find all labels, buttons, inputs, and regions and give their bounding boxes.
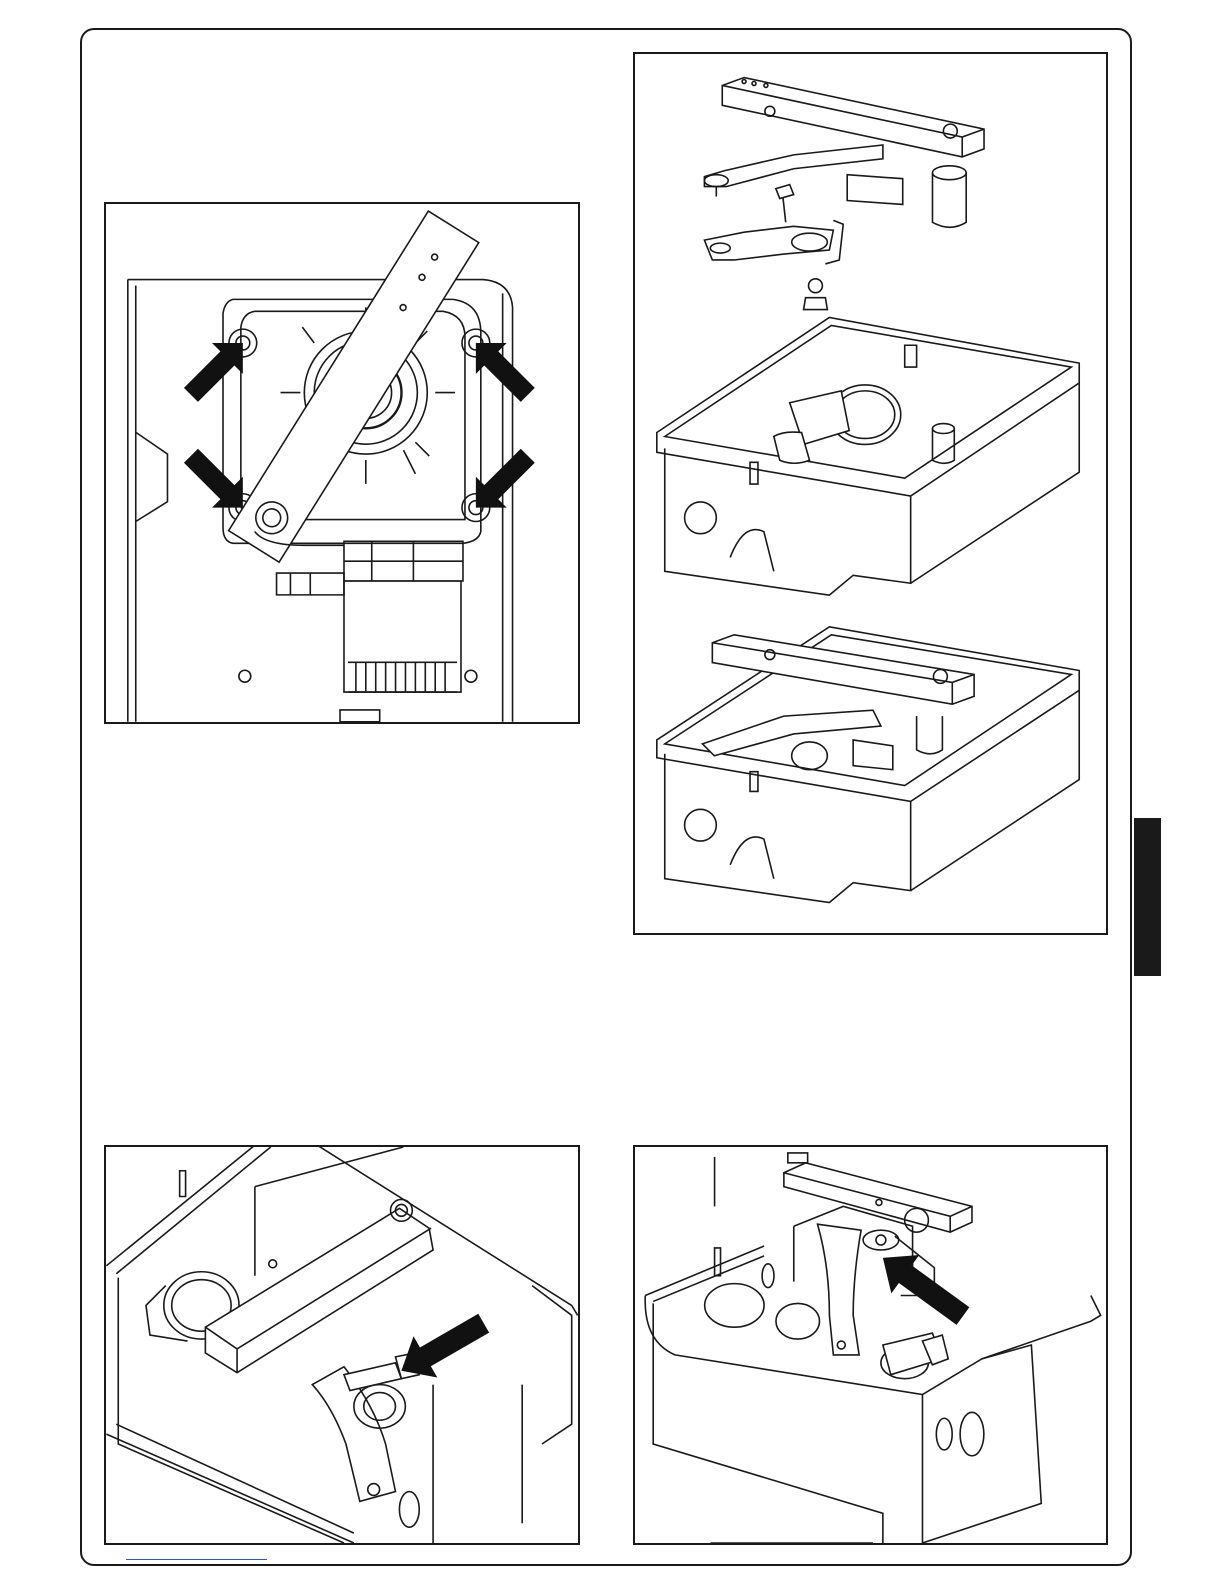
exploded-arm [704,145,966,227]
motor-fins [348,662,457,692]
lever-assembly-illustration [635,54,1106,933]
exploded-pin [776,185,794,223]
figure-lever-fixing [633,1145,1108,1545]
box-upper-motor [774,385,954,463]
footer-rule [126,1559,267,1560]
box-rim [106,1147,577,1543]
box-lower-lever [702,635,974,770]
exploded-bracket [704,220,843,264]
mounting-hole [465,670,477,682]
casing-outline [128,280,513,722]
section-side-tab [1134,818,1161,976]
exploded-lever-bar [722,78,984,157]
lever-arm [229,211,479,562]
arrow-icon [460,328,543,411]
arrow-icon [460,440,543,523]
figure-lever-assembly [633,52,1108,935]
lever-bolt-illustration [106,1147,578,1543]
box-end [433,1286,572,1543]
figure-motor-top-view [104,202,580,724]
gear-motor [705,1284,820,1339]
lever-bar [205,1199,433,1372]
mounting-hole [239,670,251,682]
arrow-icon [869,1239,977,1336]
casing-inner-step [136,432,168,521]
motor-top-view-illustration [106,204,578,722]
box-upper [657,317,1079,595]
lever-fixing-illustration [635,1147,1106,1543]
hub-assembly [881,1333,948,1379]
arrow-icon [176,328,259,411]
motor-cylinder [344,581,461,692]
exploded-washer-nut [804,279,828,310]
lever-bar [784,1153,972,1232]
figure-lever-bolt [104,1145,580,1545]
